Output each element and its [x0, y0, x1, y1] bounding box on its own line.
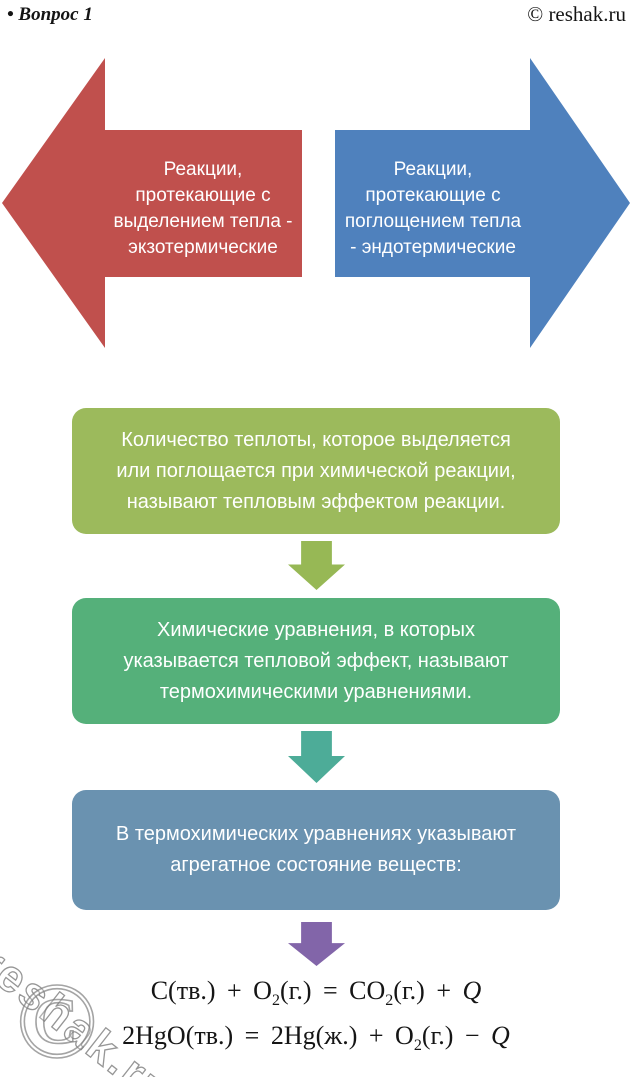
equation-segment: 2: [385, 992, 394, 1009]
equation-segment: 2: [271, 992, 280, 1009]
exothermic-arrow-text: Реакции, протекающие с выделением тепла …: [113, 159, 293, 258]
equation-segment: Q: [462, 976, 482, 1005]
question-label: • Вопрос 1: [7, 4, 93, 25]
left-block-arrow-icon: [2, 58, 302, 348]
equation-segment: 2: [413, 1037, 422, 1054]
endothermic-arrow-text: Реакции, протекающие с поглощением тепла…: [344, 159, 522, 258]
equation-segment: С(тв.) + O: [150, 976, 272, 1005]
equation-segment: (г.) +: [393, 976, 463, 1005]
equation-segment: Q: [491, 1021, 510, 1050]
equation-line: 2HgO(тв.) = 2Hg(ж.) + O2(г.) − Q: [0, 1013, 632, 1058]
flow-box-aggregate-state: В термохимических уравнениях указывают а…: [72, 790, 560, 910]
equation-segment: (г.) = CO: [279, 976, 386, 1005]
down-arrow-icon-1: [288, 541, 345, 590]
down-arrow-icon-2: [288, 731, 345, 783]
right-block-arrow-icon: [335, 58, 630, 348]
flow-box-heat-effect: Количество теплоты, которое выделяется и…: [72, 408, 560, 534]
equation-line: С(тв.) + O2(г.) = CO2(г.) + Q: [0, 968, 632, 1013]
copyright-label: © reshak.ru: [527, 2, 626, 26]
equation-segment: 2HgO(тв.) = 2Hg(ж.) + O: [122, 1021, 414, 1050]
equation-segment: (г.) −: [421, 1021, 492, 1050]
down-arrow-icon-3: [288, 922, 345, 966]
opposing-arrows-graphic: [2, 58, 630, 348]
flow-box-thermochemical-equations: Химические уравнения, в которых указывае…: [72, 598, 560, 724]
